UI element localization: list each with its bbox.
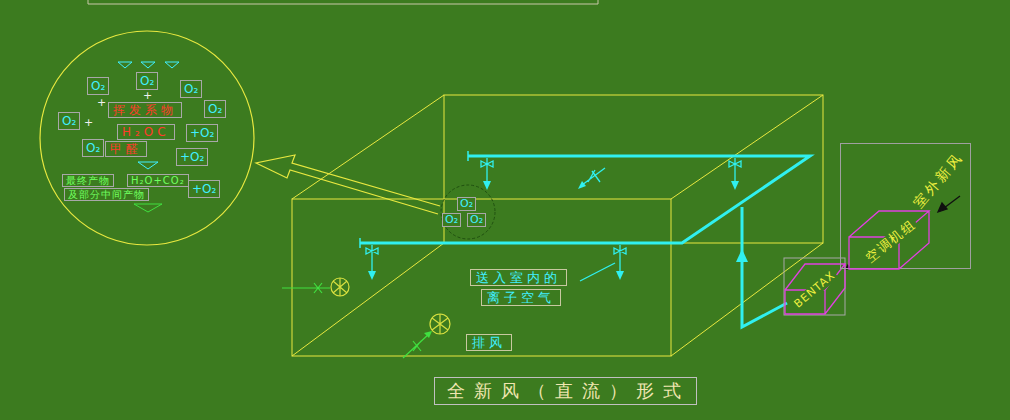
node-text: +O₂	[180, 150, 204, 164]
art-stroke	[430, 314, 450, 334]
text-box: 及部分中间产物	[64, 188, 149, 201]
text-box: O₂	[58, 112, 80, 130]
art-stroke	[441, 185, 495, 239]
oxygen-cluster-ring	[441, 185, 495, 239]
node-text: H₂OC	[122, 125, 170, 139]
art-stroke	[88, 0, 598, 4]
text-box: +O₂	[186, 124, 218, 142]
plus-sign: +	[84, 117, 93, 128]
art-stroke	[944, 196, 960, 208]
node-text: H₂O+CO₂	[131, 175, 185, 186]
node-text: 室外新风	[911, 148, 968, 212]
node-text: O₂	[208, 102, 222, 116]
text-box: 送入室内的	[470, 269, 567, 286]
node-text: O₂	[140, 74, 154, 88]
art-stroke	[138, 162, 158, 169]
text-box: O₂	[457, 197, 476, 211]
diffuser-heads	[368, 181, 739, 280]
box-3d	[849, 211, 929, 269]
room-outline	[292, 95, 823, 356]
text-box: O₂	[204, 100, 226, 118]
art-stroke	[580, 263, 615, 281]
text-box: +O₂	[176, 148, 208, 166]
text-box: 挥发系物	[108, 102, 182, 118]
art-stroke	[403, 333, 430, 358]
art-stroke	[424, 331, 432, 338]
duct-arrow	[736, 249, 748, 262]
callout-circle	[40, 31, 440, 245]
frame	[784, 258, 845, 315]
equipment-box: 空调机组	[849, 211, 931, 269]
fresh-air-arrow	[938, 196, 960, 212]
diffusers	[366, 158, 741, 281]
text-box: 甲醛	[105, 141, 147, 157]
art-stroke	[483, 181, 491, 190]
node-text: 挥发系物	[113, 103, 177, 117]
node-text: O₂	[445, 214, 458, 226]
text-box: 离子空气	[481, 289, 561, 306]
art-stroke	[134, 204, 162, 212]
node-text: 最终产物	[66, 175, 110, 186]
art-stroke	[360, 151, 468, 248]
node-text: +O₂	[192, 182, 216, 196]
art-stroke	[282, 283, 330, 293]
art-stroke	[40, 31, 254, 245]
text-box: O₂	[442, 213, 461, 227]
node-text: +O₂	[190, 126, 214, 140]
art-stroke	[368, 271, 376, 280]
art-stroke	[432, 314, 448, 334]
art-stroke	[444, 95, 823, 243]
exhaust-fans	[282, 278, 450, 358]
art-stroke	[582, 168, 605, 185]
node-text: O₂	[91, 79, 105, 93]
text-box: 排风	[466, 334, 512, 351]
plus-sign: +	[143, 90, 152, 101]
art-stroke	[292, 199, 671, 356]
text-box: O₂	[82, 139, 104, 157]
box-3d	[785, 264, 845, 314]
outdoor-air-box: 室外新风空调机组	[840, 143, 971, 269]
node-text: 及部分中间产物	[68, 189, 145, 200]
node-text: 甲醛	[110, 142, 142, 156]
plus-sign: +	[97, 97, 106, 108]
text-box: O₂	[87, 77, 109, 95]
node-text: 离子空气	[487, 290, 555, 305]
text-box: +O₂	[188, 180, 220, 198]
text-box: H₂OC	[117, 124, 175, 140]
text-box: O₂	[180, 80, 202, 98]
art-stroke	[731, 181, 739, 190]
node-text: O₂	[470, 214, 483, 226]
art-stroke	[256, 155, 440, 214]
art-stroke	[938, 203, 947, 212]
node-text: O₂	[184, 82, 198, 96]
art-stroke	[292, 95, 823, 356]
art-stroke	[331, 278, 349, 296]
node-text: O₂	[62, 114, 76, 128]
art-stroke	[118, 62, 179, 68]
art-stroke	[616, 271, 624, 280]
node-text: 送入室内的	[476, 270, 561, 285]
equipment-box: BENTAX	[785, 262, 845, 316]
top-frame	[88, 0, 598, 4]
art-stroke	[736, 249, 748, 262]
air-duct	[360, 151, 810, 327]
text-box: 最终产物	[62, 174, 114, 187]
exhaust-arrow	[424, 331, 432, 338]
node-text: 排风	[472, 335, 506, 350]
art-stroke	[742, 207, 787, 327]
art-stroke	[578, 181, 586, 189]
node-text: O₂	[86, 141, 100, 155]
text-box: O₂	[136, 72, 158, 90]
diagram-title: 全新风（直流）形式	[434, 377, 697, 405]
node-text: O₂	[460, 198, 473, 210]
text-box: H₂O+CO₂	[127, 174, 189, 187]
art-stroke	[333, 278, 347, 296]
text-box: O₂	[467, 213, 486, 227]
